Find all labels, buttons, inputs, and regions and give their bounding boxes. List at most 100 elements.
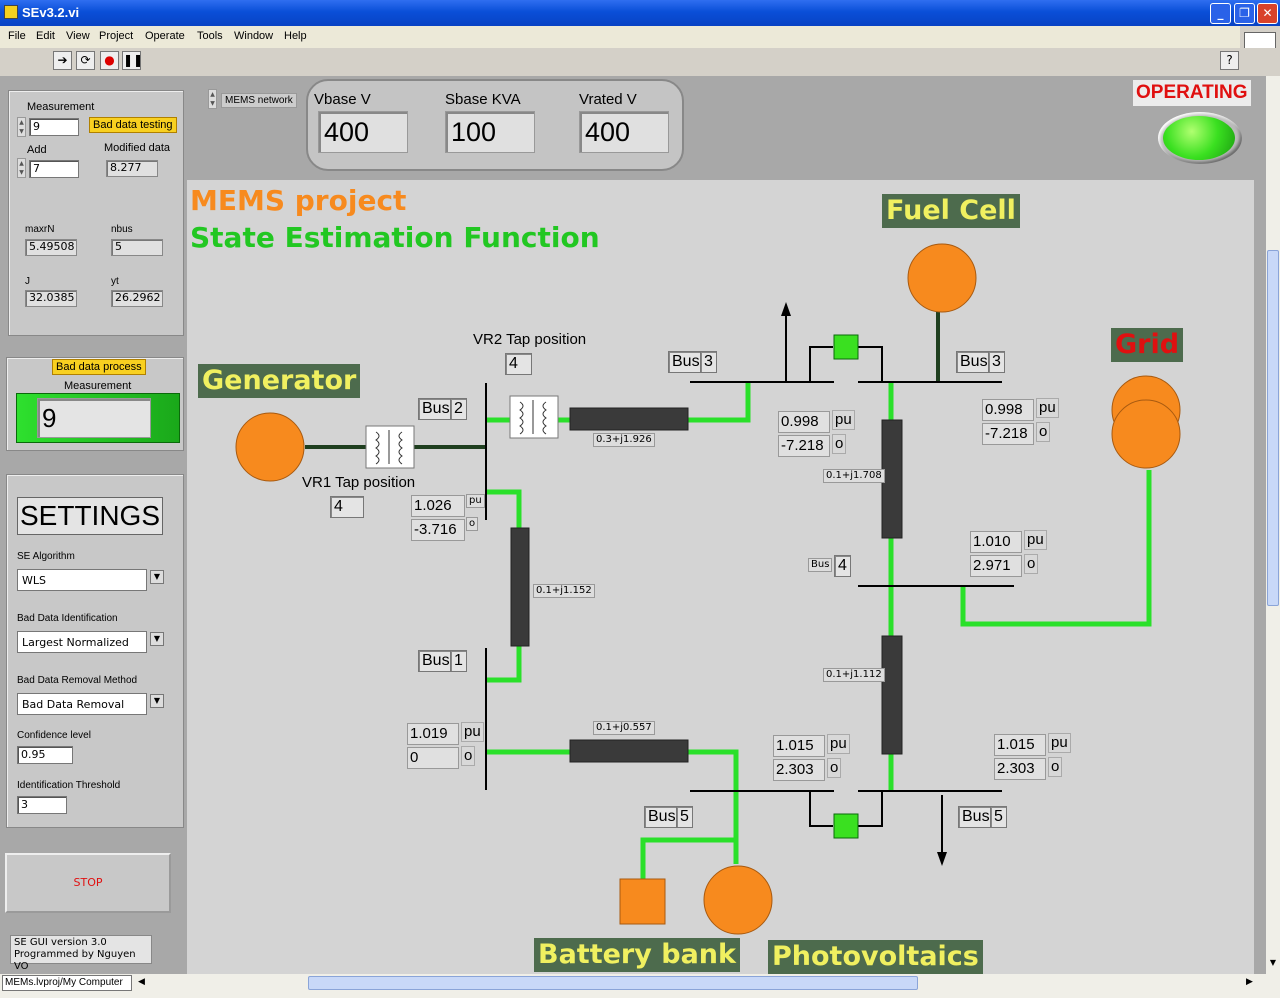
threshold-label: Identification Threshold [17,780,121,791]
menu-project[interactable]: Project [99,30,134,42]
impedance-b2-b3: 0.3+j1.926 [593,433,655,447]
menu-operate[interactable]: Operate [145,30,185,42]
modified-data-label: Modified data [104,142,171,154]
maxrn-label: maxrN [25,224,55,235]
menu-edit[interactable]: Edit [36,30,55,42]
horizontal-scroll-thumb[interactable] [308,976,918,990]
bdp-measurement-value: 9 [37,398,151,438]
bdp-measurement-label: Measurement [64,380,132,392]
bus5a-ang: 2.303 [773,759,825,781]
chevron-down-icon[interactable]: ▼ [150,570,164,584]
bus1-label: Bus [418,650,454,672]
menu-window[interactable]: Window [234,30,274,42]
measurement-spinner[interactable]: ▲▼ [17,117,26,137]
bus5a-number: 5 [676,806,693,828]
switch5-right [858,791,883,827]
help-icon[interactable]: ? [1220,51,1239,70]
run-continuously-icon[interactable]: ⟳ [76,51,95,70]
scroll-down-icon[interactable]: ▼ [1269,958,1277,967]
menu-tools[interactable]: Tools [197,30,223,42]
line-b1-up [486,645,522,683]
switch3-led [833,334,859,360]
bus1-number: 1 [450,650,467,672]
menu-file[interactable]: File [8,30,26,42]
stop-button[interactable]: STOP [5,853,171,913]
bus4-number: 4 [834,555,851,577]
se-algorithm-select[interactable]: WLS [17,569,147,591]
line-b5-battery [640,837,736,880]
impedance-b1-b5: 0.1+j0.557 [593,721,655,735]
bad-data-testing-button[interactable]: Bad data testing [89,117,177,133]
bus3a-label: Bus [668,351,704,373]
close-button[interactable]: ✕ [1257,3,1278,24]
settings-title: SETTINGS [17,497,163,535]
line-b1b5-block [569,739,689,763]
menu-bar: File Edit View Project Operate Tools Win… [0,26,1240,48]
bus4-deg: o [1024,554,1039,574]
nbus-label: nbus [111,224,133,235]
version-line1: SE GUI version 3.0 [14,937,107,948]
bad-data-id-select[interactable]: Largest Normalized [17,631,147,653]
title-bar: SEv3.2.vi _ ❐ ✕ [0,0,1280,26]
line-b2b3-block [569,407,689,431]
operating-label: OPERATING [1133,80,1251,106]
line-grid [960,470,1152,627]
minimize-button[interactable]: _ [1210,3,1231,24]
removal-method-select[interactable]: Bad Data Removal [17,693,147,715]
vbase-value: 400 [318,111,408,153]
threshold-input[interactable]: 3 [17,796,67,814]
pv-icon [703,865,773,935]
line-b3-link [688,382,751,423]
fuel-cell-label: Fuel Cell [882,194,1020,228]
toolbar: ➔ ⟳ ● ❚❚ ? [0,48,1280,74]
bdp-measurement-frame: 9 [16,393,180,443]
se-algorithm-label: SE Algorithm [17,551,75,562]
operating-led-frame [1158,112,1242,164]
chevron-down-icon[interactable]: ▼ [150,632,164,646]
add-spinner[interactable]: ▲▼ [17,158,26,178]
line-b3b4-block [881,419,903,539]
load-arrow-up-icon [781,302,791,316]
bus3b-pu: pu [1036,398,1059,418]
grid-label: Grid [1111,328,1184,362]
bus3b-label: Bus [956,351,992,373]
pause-icon[interactable]: ❚❚ [122,51,143,70]
window-title: SEv3.2.vi [22,5,80,20]
scroll-left-icon[interactable]: ◀ [138,977,145,987]
maximize-button[interactable]: ❐ [1234,3,1255,24]
vertical-scroll-thumb[interactable] [1267,250,1279,606]
bus4-ang: 2.971 [970,555,1022,577]
bus2-deg: o [466,517,479,531]
measurement-panel: Measurement ▲▼ 9 Bad data testing Add Mo… [8,90,184,336]
abort-icon[interactable]: ● [100,51,119,70]
modified-data-value: 8.277 [106,160,158,177]
bus5a-label: Bus [644,806,680,828]
menu-help[interactable]: Help [284,30,307,42]
bus4-mag: 1.010 [970,531,1022,553]
bus1-ang: 0 [407,747,459,769]
scroll-right-icon[interactable]: ▶ [1246,977,1253,987]
bus2-ang: -3.716 [411,519,465,541]
generator-icon [235,412,305,482]
vr2-value: 4 [505,353,532,375]
bus2-label: Bus [418,398,454,420]
line-b2b1-block [510,527,530,647]
run-arrow-icon[interactable]: ➔ [53,51,72,70]
bus5b-ang: 2.303 [994,758,1046,780]
version-box: SE GUI version 3.0 Programmed by Nguyen … [10,935,152,972]
chevron-down-icon[interactable]: ▼ [150,694,164,708]
measurement-input[interactable]: 9 [29,118,79,136]
bad-data-process-panel: Bad data process Measurement 9 [6,357,184,451]
mems-network-spinner[interactable]: ▲▼ [208,89,217,109]
yt-label: yt [111,276,119,287]
j-label: J [25,276,30,287]
menu-view[interactable]: View [66,30,90,42]
bus5a-deg: o [827,758,842,778]
mems-network-label: MEMS network [221,93,297,108]
confidence-input[interactable]: 0.95 [17,746,73,764]
vertical-scrollbar[interactable]: ▼ [1266,76,1280,974]
yt-value: 26.2962 [111,290,163,307]
horizontal-scrollbar[interactable]: MEMs.lvproj/My Computer ◀ ▶ [0,974,1280,998]
line-b2-down [486,489,522,528]
add-input[interactable]: 7 [29,160,79,178]
